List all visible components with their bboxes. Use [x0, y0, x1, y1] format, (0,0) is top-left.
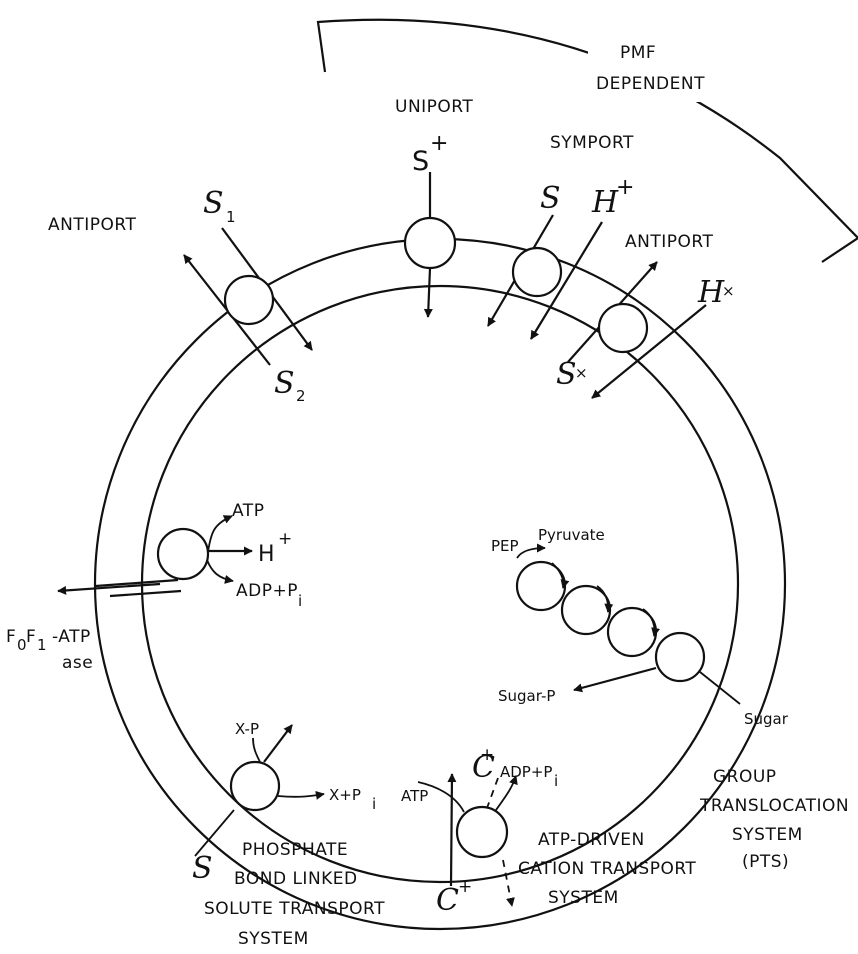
- antiport-left-s1-sub: 1: [226, 208, 236, 226]
- antiport-right-carrier: ANTIPORT H × S ×: [556, 232, 735, 398]
- antiport-right-title: ANTIPORT: [625, 232, 713, 252]
- phosphate-bond-system: X-P X+P i S PHOSPHATE BOND LINKED SOLUTE…: [192, 720, 385, 949]
- antiport-right-s: S: [556, 357, 577, 392]
- symport-ion-mark: +: [616, 175, 634, 200]
- dependent-label: DEPENDENT: [596, 74, 705, 94]
- pts-sugar: Sugar: [744, 710, 789, 728]
- phosphate-xp: X-P: [235, 720, 259, 738]
- atp-driven-atp: ATP: [401, 787, 428, 805]
- antiport-right-s-mark: ×: [575, 364, 588, 382]
- symport-substrate: S: [540, 181, 561, 216]
- atpase-name-f1: F: [26, 627, 36, 647]
- phosphate-xpi-sub: i: [372, 795, 376, 813]
- pts-sugar-p: Sugar-P: [498, 687, 555, 705]
- pts-title-2: TRANSLOCATION: [699, 796, 849, 816]
- phosphate-s: S: [192, 851, 213, 886]
- atpase-h: H: [258, 542, 275, 567]
- outer-membrane: [95, 239, 785, 929]
- antiport-left-title: ANTIPORT: [48, 215, 136, 235]
- uniport-carrier: UNIPORT S +: [395, 97, 473, 317]
- antiport-left-s1: S: [203, 186, 224, 221]
- atp-driven-title-3: SYSTEM: [548, 888, 619, 908]
- phosphate-title-3: SOLUTE TRANSPORT: [204, 899, 385, 919]
- uniport-substrate: S: [412, 146, 429, 177]
- pts-pyruvate: Pyruvate: [538, 526, 605, 544]
- pts-pep: PEP: [491, 537, 519, 555]
- atpase-complex: ATP H + ADP+P i F 0 F 1 -ATP ase: [6, 501, 302, 673]
- atp-driven-title-2: CATION TRANSPORT: [518, 859, 696, 879]
- antiport-left-carrier: ANTIPORT S 1 S 2: [48, 186, 312, 405]
- antiport-right-ion-mark: ×: [722, 282, 735, 300]
- antiport-right-ion: H: [697, 275, 725, 310]
- atpase-adp: ADP+P: [236, 581, 298, 601]
- uniport-title: UNIPORT: [395, 97, 473, 117]
- atpase-adp-sub: i: [298, 592, 302, 610]
- atp-driven-c-top-charge: +: [480, 745, 495, 765]
- atpase-name-f0: F: [6, 627, 16, 647]
- antiport-left-s2: S: [274, 366, 295, 401]
- atp-driven-title-1: ATP-DRIVEN: [538, 830, 645, 850]
- atpase-name-ase: ase: [62, 653, 93, 673]
- atpase-atp: ATP: [232, 501, 264, 521]
- symport-title: SYMPORT: [550, 133, 634, 153]
- pts-title-4: (PTS): [742, 852, 789, 872]
- atp-driven-c-bottom: C: [436, 883, 459, 918]
- uniport-charge: +: [430, 131, 448, 156]
- pts-title-3: SYSTEM: [732, 825, 803, 845]
- atp-driven-adp-sub: i: [554, 772, 558, 790]
- atp-driven-cation-system: ATP C + ADP+P i C + ATP-DRIVEN CATION TR…: [401, 745, 696, 918]
- pts-title-1: GROUP: [713, 767, 777, 787]
- symport-ion: H: [591, 185, 619, 220]
- atpase-h-charge: +: [278, 529, 293, 549]
- pmf-label: PMF: [620, 43, 656, 63]
- atpase-name-rest: -ATP: [52, 627, 91, 647]
- antiport-left-s2-sub: 2: [296, 387, 306, 405]
- phosphate-xpi: X+P: [329, 786, 361, 804]
- pts-system: PEP Pyruvate Sugar-P Sugar GROUP TRANSLO…: [491, 526, 849, 872]
- atpase-name-1: 1: [37, 636, 47, 654]
- phosphate-title-4: SYSTEM: [238, 929, 309, 949]
- phosphate-title-1: PHOSPHATE: [242, 840, 348, 860]
- atp-driven-adp: ADP+P: [500, 763, 552, 781]
- phosphate-title-2: BOND LINKED: [234, 869, 358, 889]
- atp-driven-c-bottom-charge: +: [458, 877, 473, 897]
